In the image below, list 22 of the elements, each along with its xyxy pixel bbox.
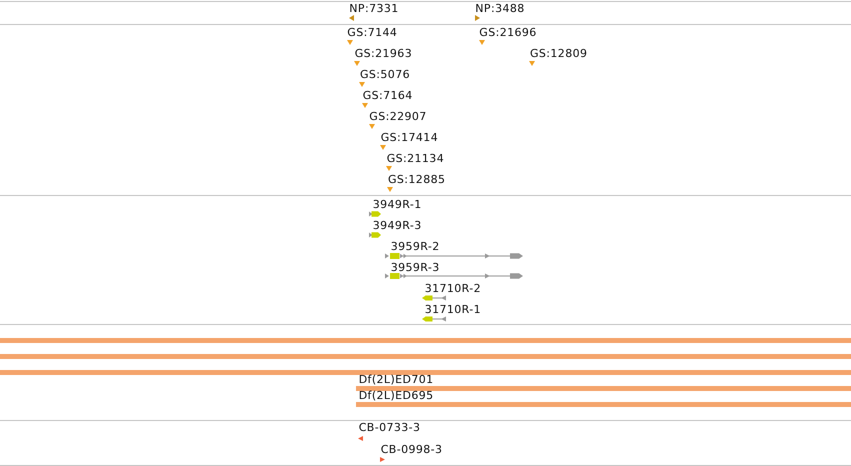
feature-label: GS:21134 [386, 153, 444, 164]
feature-label: 31710R-2 [424, 283, 482, 294]
feature-label: CB-0998-3 [380, 444, 442, 456]
feature-label: NP:3488 [475, 3, 525, 14]
feature-label: GS:21696 [479, 27, 537, 38]
feature-label: GS:22907 [369, 111, 427, 122]
feature-label: GS:7144 [347, 27, 398, 38]
feature-label: GS:5076 [360, 69, 410, 80]
feature-label: GS:21963 [354, 48, 412, 60]
feature-label: Df(2L)ED701 [358, 374, 434, 386]
feature-label: GS:12885 [388, 174, 446, 186]
feature-label: Df(2L)ED695 [358, 390, 434, 402]
feature-label: 3959R-3 [390, 262, 440, 273]
feature-label: GS:7164 [362, 90, 413, 102]
feature-label: 3959R-2 [390, 241, 440, 252]
feature-label: 31710R-1 [424, 304, 482, 315]
feature-label: NP:7331 [349, 3, 399, 14]
feature-label: 3949R-1 [372, 199, 422, 210]
feature-label: GS:17414 [380, 132, 438, 144]
feature-label: 3949R-3 [372, 220, 422, 231]
feature-label: CB-0733-3 [358, 422, 420, 434]
feature-label: GS:12809 [530, 48, 588, 60]
